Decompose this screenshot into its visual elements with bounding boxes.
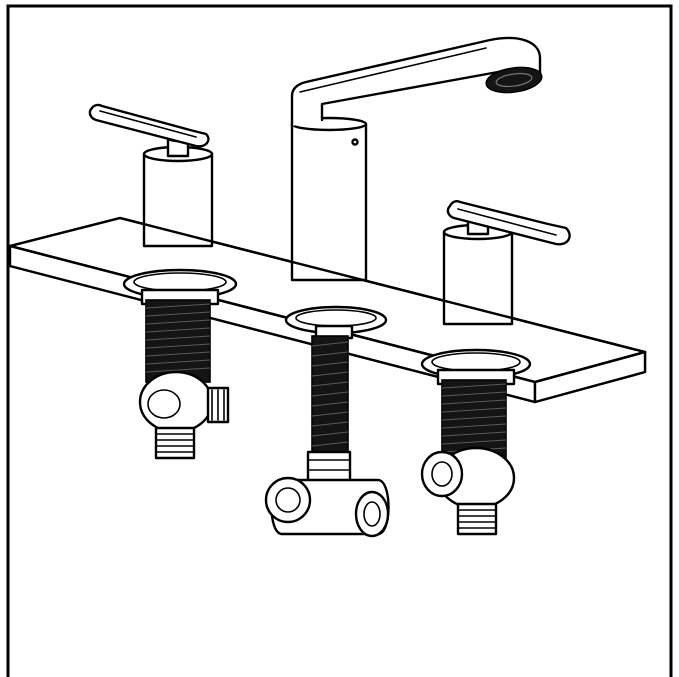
right-mounting-valve — [420, 348, 532, 536]
right-handle — [442, 200, 571, 326]
spout-connector — [264, 305, 390, 538]
figure-border — [6, 4, 673, 677]
spout — [290, 36, 543, 282]
left-mounting-valve — [122, 268, 238, 460]
left-handle — [88, 103, 214, 248]
aerator — [485, 66, 543, 94]
